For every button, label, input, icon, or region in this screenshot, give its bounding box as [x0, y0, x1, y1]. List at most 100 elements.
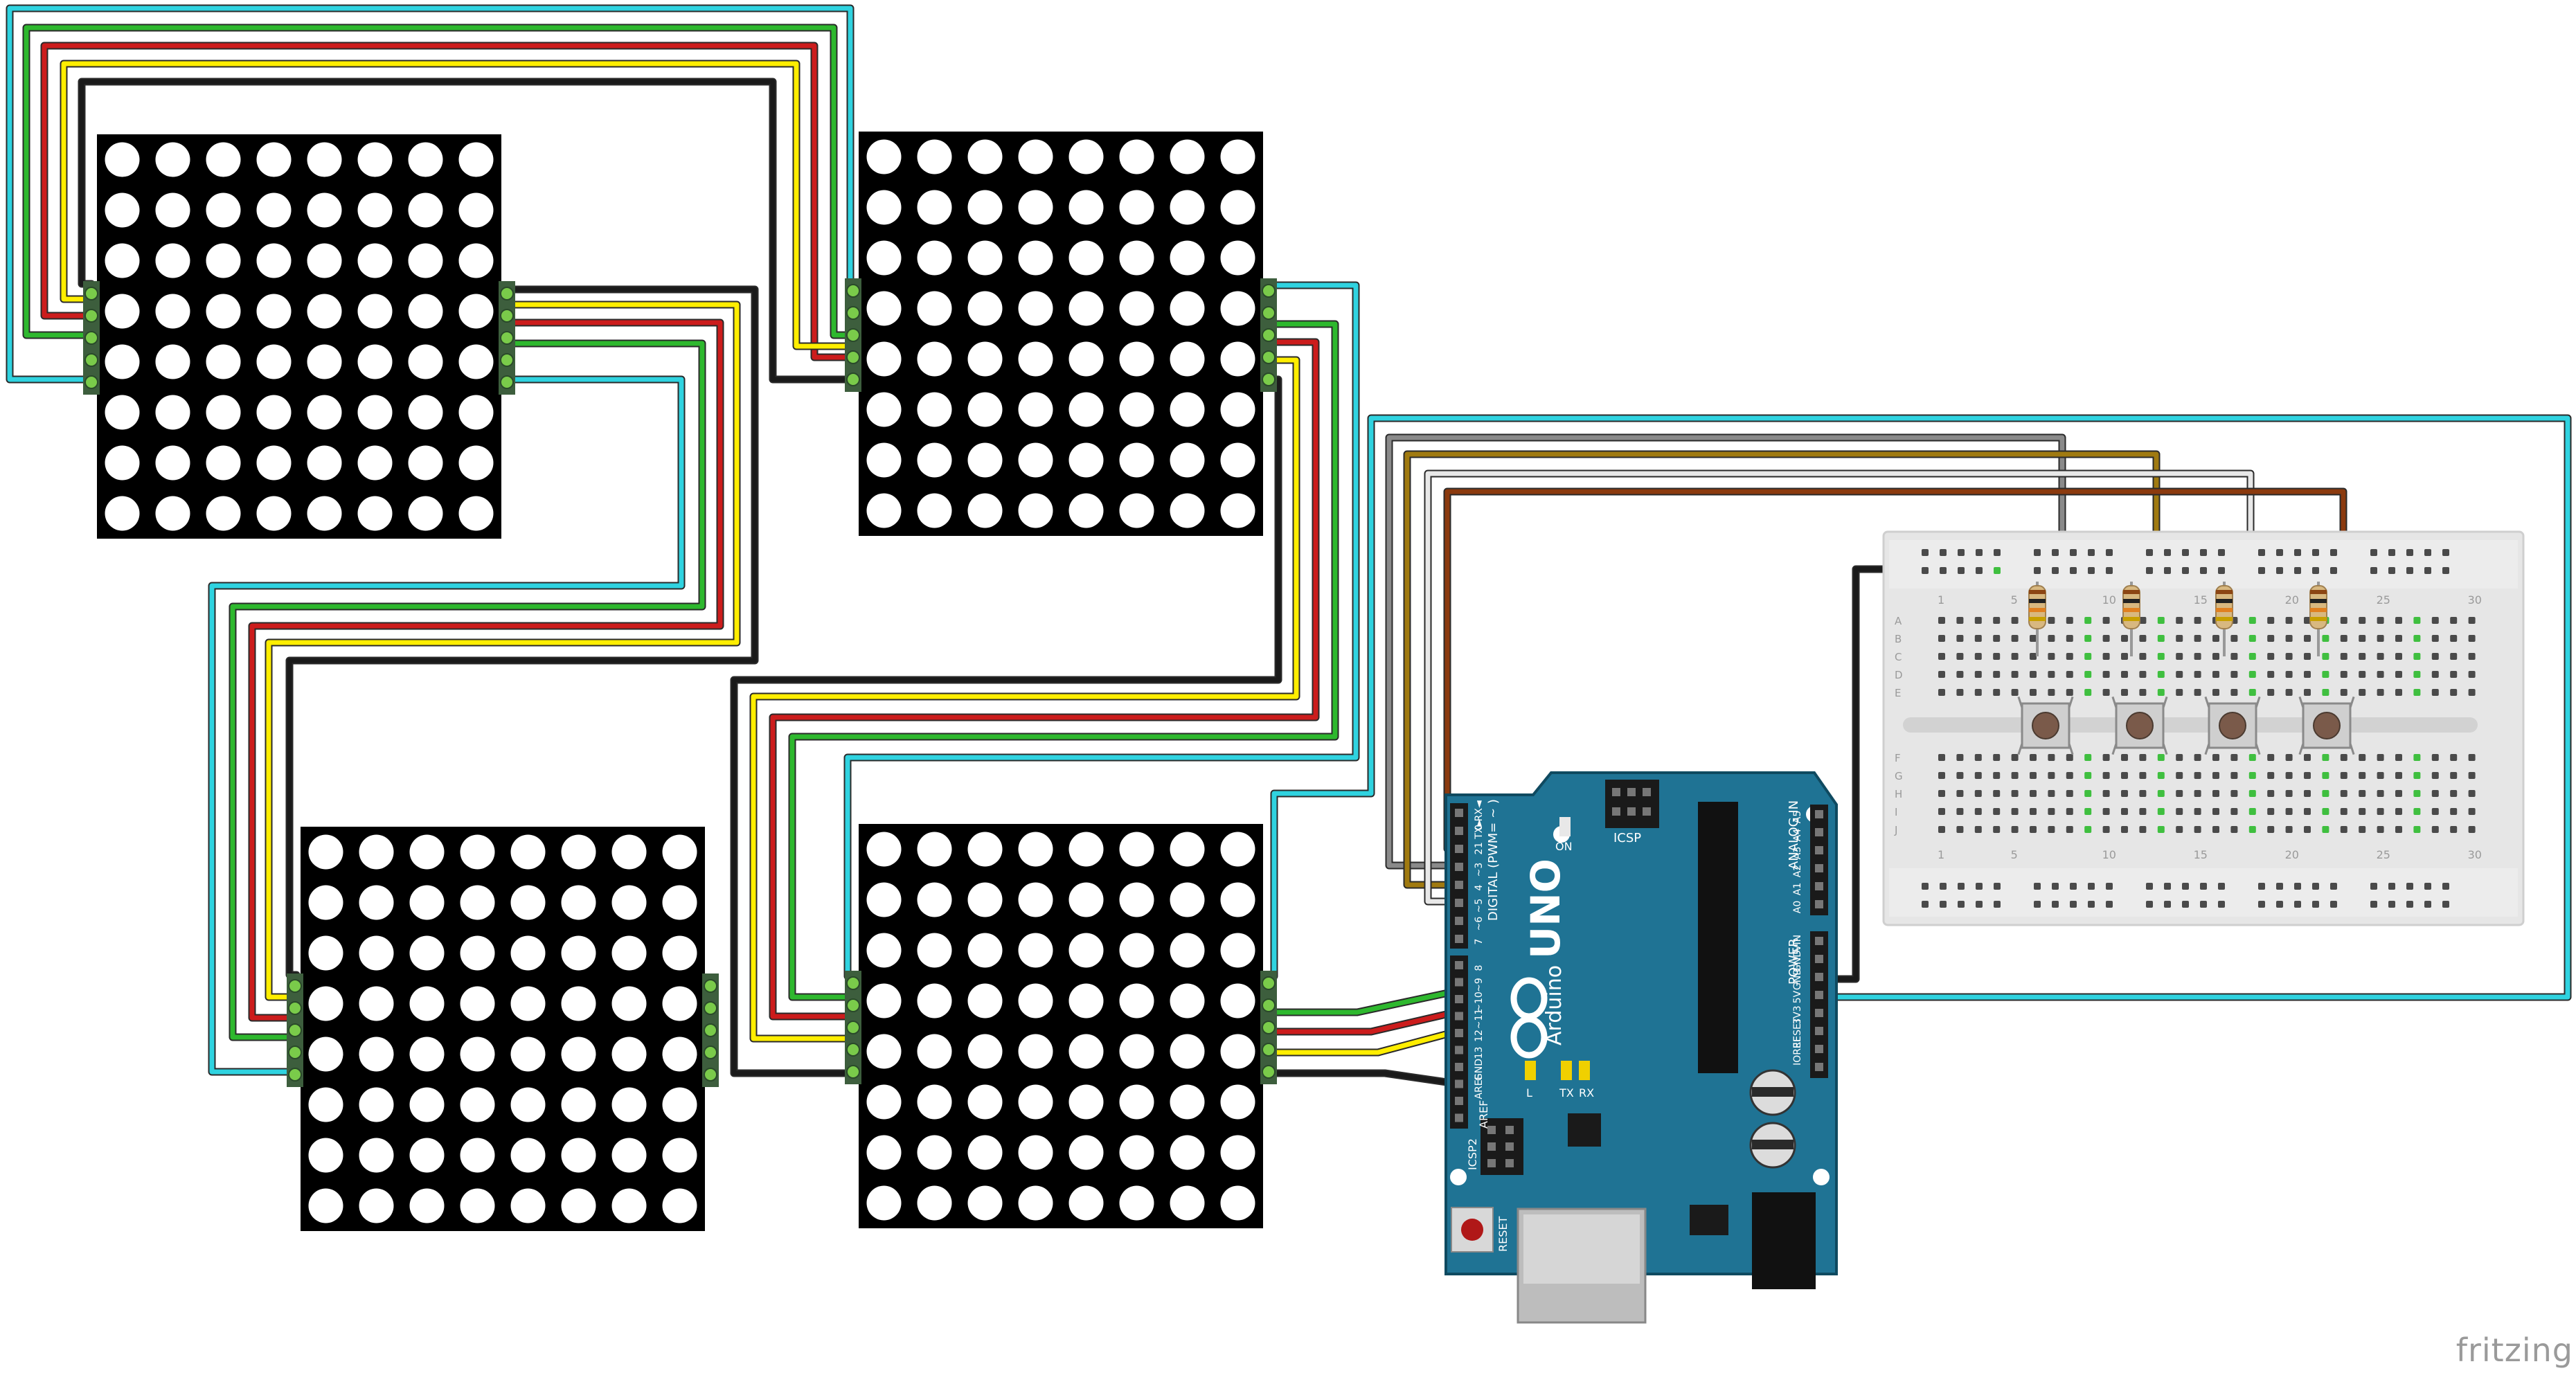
breadboard-hole [2285, 653, 2293, 660]
led-dot [561, 986, 596, 1021]
breadboard-hole [2157, 808, 2165, 815]
breadboard-hole [2406, 549, 2413, 556]
led-dot [917, 983, 952, 1018]
led-dot [1068, 882, 1104, 917]
led-dot [1068, 1084, 1104, 1120]
breadboard-hole [2431, 772, 2439, 779]
led-dot [1119, 983, 1154, 1018]
breadboard-hole [1993, 754, 2001, 761]
breadboard-hole [2034, 549, 2041, 556]
breadboard-hole [2322, 671, 2329, 678]
led-dot [1170, 190, 1205, 225]
led-dot [1068, 392, 1104, 427]
header-pin [1455, 1063, 1463, 1071]
analog-pin-label: A2 [1792, 865, 1803, 877]
breadboard-hole [2340, 826, 2347, 833]
breadboard-hole [2359, 617, 2366, 624]
led-dot [308, 986, 343, 1021]
breadboard-hole [2395, 808, 2402, 815]
icsp-pin [1627, 807, 1636, 816]
breadboard-hole [2084, 808, 2092, 815]
breadboard-column-number: 15 [2194, 593, 2208, 607]
icsp-pin [1627, 788, 1636, 796]
led-dot [206, 142, 241, 177]
header-pin [1815, 991, 1823, 999]
breadboard-hole [2340, 689, 2347, 696]
led-dot [561, 1188, 596, 1223]
breadboard-hole [2322, 653, 2329, 660]
led-dot [1068, 933, 1104, 968]
icsp-pins [1487, 788, 1651, 1167]
led-dot [409, 935, 445, 971]
matrix-pin [846, 976, 860, 990]
breadboard-hole [2267, 671, 2275, 678]
breadboard-hole [1956, 635, 1964, 642]
breadboard-hole [2121, 671, 2128, 678]
led-dot [359, 1087, 394, 1122]
breadboard-hole [2164, 549, 2171, 556]
breadboard-hole [2340, 617, 2347, 624]
breadboard-row-letter: H [1895, 788, 1902, 800]
breadboard-hole [2230, 671, 2238, 678]
led-dot [967, 392, 1003, 427]
icsp2-pin [1487, 1159, 1496, 1167]
icsp-label: ICSP [1613, 831, 1641, 845]
led-dot [1068, 1135, 1104, 1170]
led-dot [1018, 341, 1053, 377]
led-dot [359, 834, 394, 870]
breadboard-hole [2413, 617, 2421, 624]
breadboard-hole [2070, 883, 2077, 890]
breadboard-hole [1958, 549, 1965, 556]
breadboard-row-letter: I [1895, 806, 1897, 818]
resistor-band [2123, 590, 2140, 594]
breadboard-hole [2322, 689, 2329, 696]
matrix-pin [1262, 1065, 1276, 1079]
breadboard-hole [2034, 883, 2041, 890]
led-dot [359, 935, 394, 971]
led-dot [1018, 1185, 1053, 1221]
led-dot [662, 1037, 697, 1072]
led-dot [1170, 983, 1205, 1018]
led-dot [357, 294, 393, 329]
breadboard-hole [1993, 772, 2001, 779]
capacitor-band [1752, 1087, 1794, 1097]
breadboard-hole [2102, 635, 2110, 642]
led-dot [458, 294, 494, 329]
wire [1263, 1008, 1464, 1034]
breadboard-row-letter: E [1895, 687, 1901, 699]
pushbutton-leg [2017, 696, 2023, 708]
breadboard-hole [2388, 567, 2395, 574]
led-dot [1220, 190, 1255, 225]
led-dot [561, 1037, 596, 1072]
led-dot [917, 493, 952, 528]
breadboard-hole [2194, 617, 2201, 624]
breadboard-hole [2395, 653, 2402, 660]
breadboard-hole [2194, 772, 2201, 779]
breadboard-hole [2413, 653, 2421, 660]
breadboard-column-number: 10 [2102, 593, 2116, 607]
breadboard-hole [2450, 635, 2458, 642]
breadboard-hole [2088, 549, 2095, 556]
matrix-pin [704, 1046, 717, 1059]
led-dot [1170, 442, 1205, 478]
breadboard-hole [2066, 635, 2073, 642]
led-dot [917, 442, 952, 478]
breadboard-hole [2304, 689, 2311, 696]
breadboard-hole [2030, 808, 2037, 815]
breadboard-hole [2157, 653, 2165, 660]
breadboard-hole [2048, 635, 2055, 642]
breadboard-column-number: 5 [2011, 848, 2018, 861]
breadboard-hole [2230, 754, 2238, 761]
led-dot [967, 190, 1003, 225]
led-dot [256, 192, 292, 228]
led-dot [662, 885, 697, 920]
pushbutton-cap [2126, 712, 2154, 739]
breadboard-hole [2258, 883, 2265, 890]
led-dot [408, 496, 443, 531]
matrix-pin [84, 375, 98, 389]
led-dot [105, 496, 140, 531]
breadboard-hole [2212, 754, 2219, 761]
led-dot [256, 395, 292, 430]
digital-pin-label: ~11 [1474, 1009, 1485, 1030]
